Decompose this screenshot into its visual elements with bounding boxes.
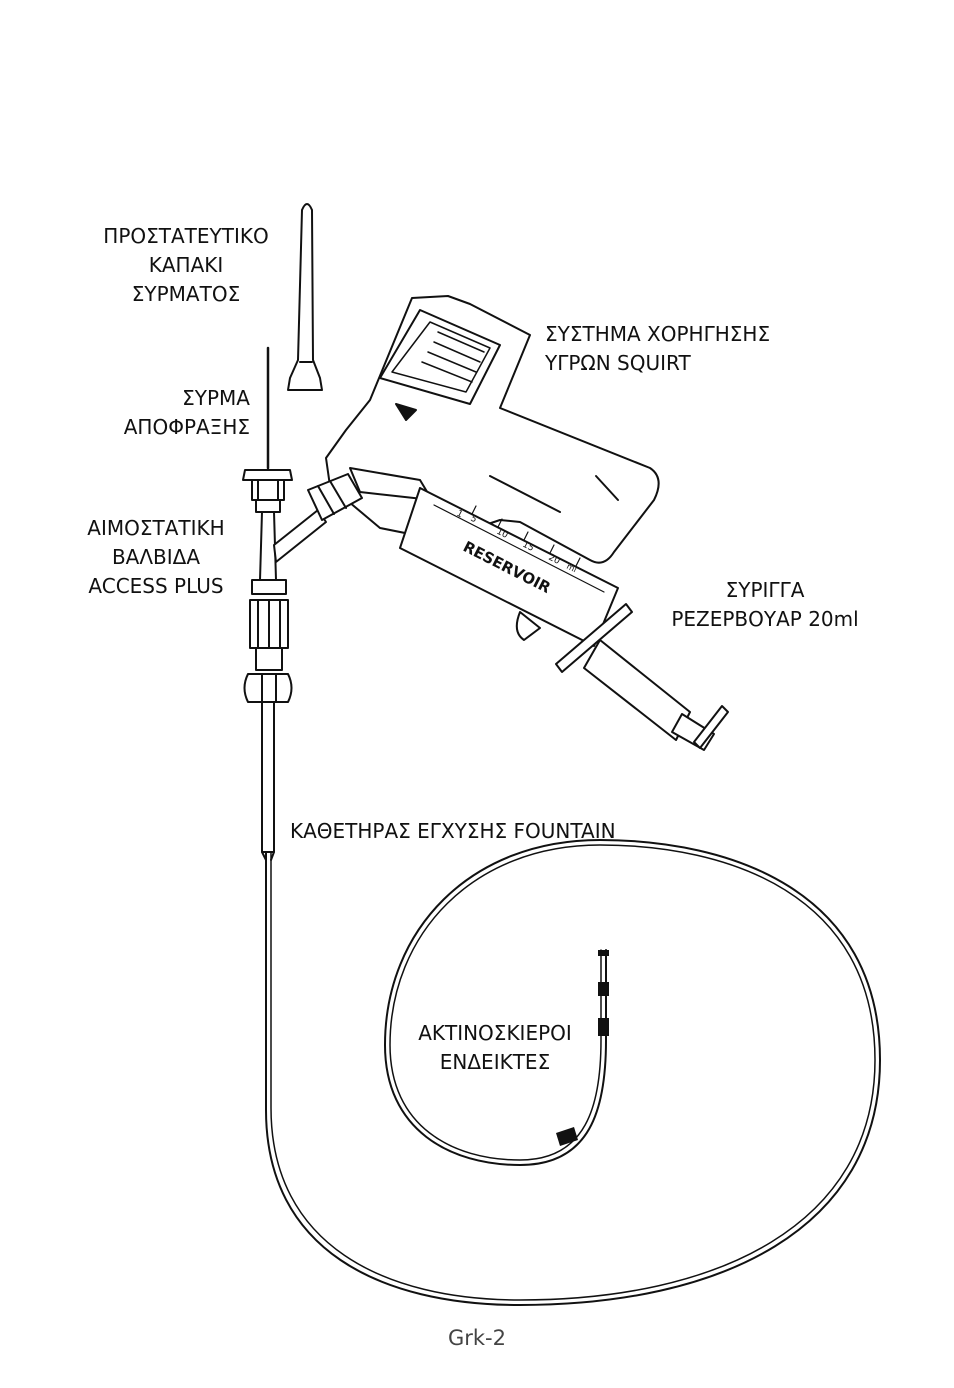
label-wire-cap: ΠΡΟΣΤΑΤΕΥΤΙΚΟ ΚΑΠΑΚΙ ΣΥΡΜΑΤΟΣ	[86, 222, 286, 309]
wire-cap-drawing	[288, 204, 322, 390]
label-markers-line-1: ΑΚΤΙΝΟΣΚΙΕΡΟΙ	[390, 1019, 600, 1048]
label-wire-cap-line-1: ΠΡΟΣΤΑΤΕΥΤΙΚΟ	[86, 222, 286, 251]
label-wire-cap-line-2: ΚΑΠΑΚΙ	[86, 251, 286, 280]
label-hemostasis-valve-line-3: ACCESS PLUS	[56, 572, 256, 601]
label-catheter: ΚΑΘΕΤΗΡΑΣ ΕΓΧΥΣΗΣ FOUNTAIN	[290, 817, 616, 846]
label-squirt-system: ΣΥΣΤΗΜΑ ΧΟΡΗΓΗΣΗΣ ΥΓΡΩΝ SQUIRT	[545, 320, 770, 378]
label-wire-cap-line-3: ΣΥΡΜΑΤΟΣ	[86, 280, 286, 309]
label-occluding-wire-line-1: ΣΥΡΜΑ	[60, 384, 250, 413]
label-syringe-line-2: ΡΕΖΕΡΒΟΥΑΡ 20ml	[650, 605, 880, 634]
label-hemostasis-valve: ΑΙΜΟΣΤΑΤΙΚΗ ΒΑΛΒΙΔΑ ACCESS PLUS	[56, 514, 256, 601]
label-occluding-wire: ΣΥΡΜΑ ΑΠΟΦΡΑΞΗΣ	[60, 384, 250, 442]
label-radiopaque-markers: ΑΚΤΙΝΟΣΚΙΕΡΟΙ ΕΝΔΕΙΚΤΕΣ	[390, 1019, 600, 1077]
label-catheter-text: ΚΑΘΕΤΗΡΑΣ ΕΓΧΥΣΗΣ FOUNTAIN	[290, 817, 616, 846]
label-syringe-line-1: ΣΥΡΙΓΓΑ	[650, 576, 880, 605]
label-squirt-system-line-2: ΥΓΡΩΝ SQUIRT	[545, 349, 770, 378]
label-occluding-wire-line-2: ΑΠΟΦΡΑΞΗΣ	[60, 413, 250, 442]
label-markers-line-2: ΕΝΔΕΙΚΤΕΣ	[390, 1048, 600, 1077]
label-hemostasis-valve-line-2: ΒΑΛΒΙΔΑ	[56, 543, 256, 572]
label-squirt-system-line-1: ΣΥΣΤΗΜΑ ΧΟΡΗΓΗΣΗΣ	[545, 320, 770, 349]
label-syringe: ΣΥΡΙΓΓΑ ΡΕΖΕΡΒΟΥΑΡ 20ml	[650, 576, 880, 634]
label-hemostasis-valve-line-1: ΑΙΜΟΣΤΑΤΙΚΗ	[56, 514, 256, 543]
catheter-drawing	[262, 690, 880, 1305]
page-footer: Grk-2	[0, 1326, 954, 1350]
